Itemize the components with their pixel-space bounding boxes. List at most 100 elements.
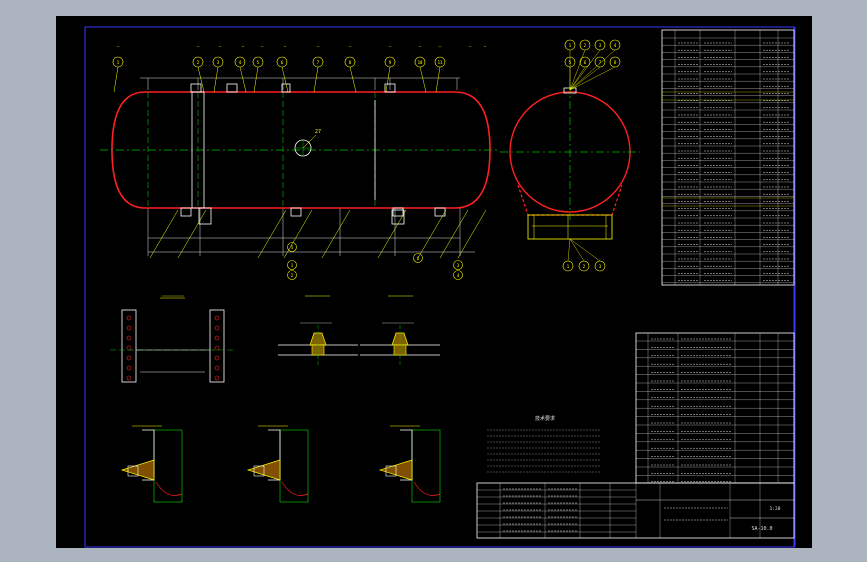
detail-partition-left [121,309,137,383]
nozzle-detail-1-shell-section [153,429,183,503]
callout-leader [177,209,207,259]
callout-number: 11 [438,60,443,65]
bolt-hole [126,365,132,371]
bolt-hole [126,345,132,351]
bolt-hole [126,375,132,381]
bolt-hole [214,335,220,341]
drawing-border [84,26,795,548]
bolt-hole [214,325,220,331]
callout-number: 8 [614,60,617,65]
saddle-support [517,184,623,216]
callout-leader [417,209,447,259]
vessel-shell [111,91,491,209]
bolt-hole [126,335,132,341]
callout-leader [457,209,487,259]
bolt-hole [214,315,220,321]
nozzle-detail-2-pipe [268,429,281,481]
callout-balloon [287,260,297,270]
tag-marker: — [197,44,200,49]
bottom-nozzle [434,207,446,217]
bottom-nozzle [180,207,192,217]
callout-leader [435,66,441,93]
callout-leader [419,66,427,93]
top-nozzle [226,83,238,93]
notes-title: 技术要求 [535,415,555,422]
callout-leader [569,66,586,91]
callout-number: 2 [197,60,200,65]
callout-leader [569,238,585,262]
callout-number: 3 [599,264,602,269]
detail-partition-right [209,309,225,383]
nozzle-detail-1-pad [127,465,139,477]
callout-leader [281,66,289,93]
callout-leader [569,49,616,91]
bolt-hole [214,365,220,371]
nozzle-detail-3-pad [385,465,397,477]
bottom-nozzle [392,207,404,217]
tag-marker: — [484,44,487,49]
bottom-nozzle [290,207,302,217]
callout-number: 5 [291,245,294,250]
tag-marker: — [419,44,422,49]
nozzle-label: 27 [315,129,321,135]
callout-leader [439,209,469,259]
callout-balloon [287,242,297,252]
callout-number: 8 [349,60,352,65]
top-nozzle [190,83,202,93]
tag-marker: — [261,44,264,49]
nozzle-detail-2-pad [253,465,265,477]
callout-balloon [453,260,463,270]
nozzle-detail-1-pipe [142,429,155,481]
callout-number: 2 [291,273,294,278]
callout-leader [569,66,616,91]
callout-number: 3 [217,60,220,65]
callout-number: 5 [569,60,572,65]
nozzle-detail-1-cut-curve [155,481,183,496]
callout-number: 4 [239,60,242,65]
table-section-header [661,91,795,101]
tag-marker: — [389,44,392,49]
table-section-header [661,197,795,207]
callout-leader [313,66,319,93]
callout-leader [569,49,586,91]
callout-leader [239,66,247,93]
callout-number: 3 [457,263,460,268]
callout-number: 3 [599,43,602,48]
tag-marker: — [242,44,245,49]
callout-number: 1 [117,60,120,65]
tag-marker: — [349,44,352,49]
callout-number: 4 [614,43,617,48]
callout-number: 2 [584,43,587,48]
nozzle-detail-2-cut-curve [281,481,309,496]
tag-marker: — [284,44,287,49]
bolt-hole [126,325,132,331]
callout-number: 7 [317,60,320,65]
nozzle-leader [302,134,317,149]
callout-leader [113,66,119,93]
bolt-hole [126,315,132,321]
callout-number: 1 [569,43,572,48]
callout-number: 1 [291,263,294,268]
tag-marker: — [439,44,442,49]
nozzle-detail-3-cut-curve [413,481,441,496]
drawing-number: SA-10.0 [751,526,772,532]
drawing-scale: 1:20 [770,506,781,512]
callout-leader [385,66,391,93]
callout-balloon [453,270,463,280]
callout-leader [377,209,407,259]
callout-leader [569,66,601,91]
callout-balloon [287,270,297,280]
callout-number: 10 [418,60,423,65]
callout-leader [321,209,351,259]
callout-number: 5 [257,60,260,65]
callout-number: 2 [583,264,586,269]
design-spec-table [661,29,795,286]
callout-leader [253,66,259,93]
tag-marker: — [469,44,472,49]
callout-number: 6 [281,60,284,65]
callout-number: 4 [457,273,460,278]
callout-leader [257,209,287,259]
callout-number: 9 [389,60,392,65]
bolt-hole [214,345,220,351]
